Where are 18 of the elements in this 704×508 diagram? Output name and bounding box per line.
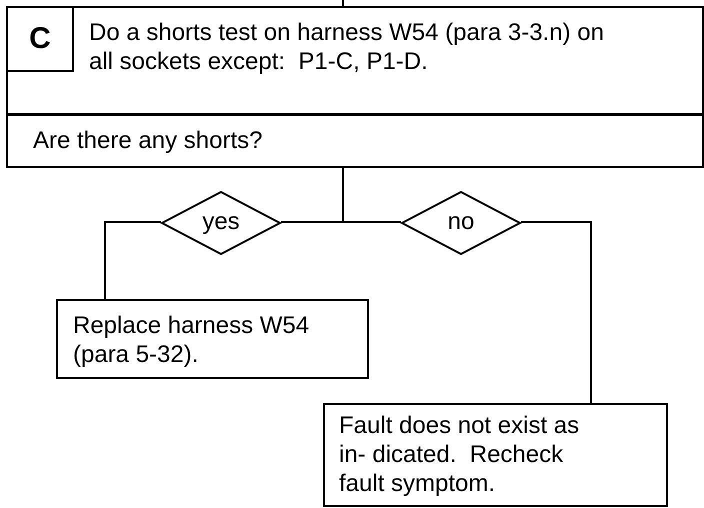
action-box — [56, 299, 369, 379]
result-text: Fault does not exist as in- dicated. Recheck fault symptom. — [339, 411, 580, 498]
step-letter-box — [6, 6, 74, 72]
result-box — [323, 403, 668, 507]
connector-line — [104, 221, 161, 299]
decision-diamond — [161, 191, 281, 255]
step-box — [6, 6, 704, 115]
decision-diamond — [401, 191, 521, 255]
connector-line — [342, 168, 401, 223]
connector-line — [342, 0, 344, 6]
decision-label: no — [446, 207, 476, 236]
decision-label: yes — [201, 207, 241, 236]
question-box — [6, 114, 704, 168]
step-instruction: Do a shorts test on harness W54 (para 3‑3.n) on all sockets except: P1‑C, P1‑D. — [89, 18, 605, 76]
connector-line — [521, 221, 592, 403]
action-text: Replace harness W54 (para 5‑32). — [73, 311, 310, 369]
step-letter: C — [28, 21, 52, 57]
question-text: Are there any shorts? — [33, 126, 264, 155]
